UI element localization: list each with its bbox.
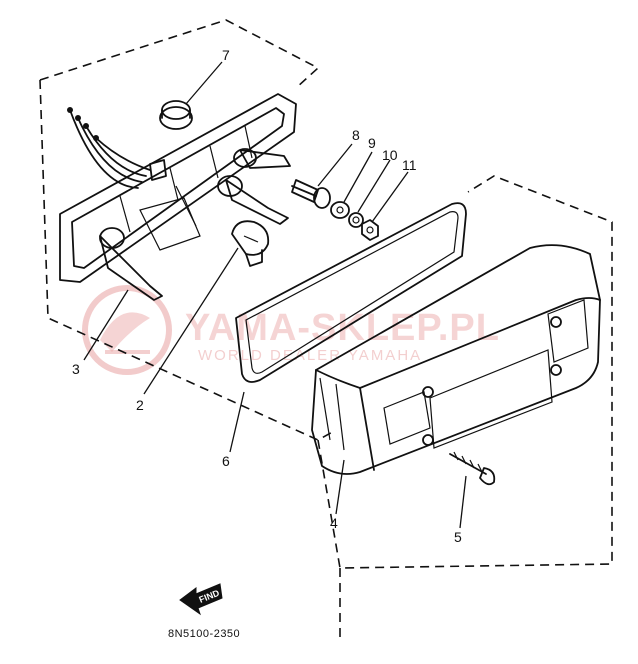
wiring-harness <box>67 107 167 189</box>
washer-part-9 <box>330 201 350 219</box>
socket-housing <box>59 93 297 301</box>
find-arrow-icon: FIND <box>179 583 223 616</box>
callout-9: 9 <box>368 135 376 151</box>
bolt-part-8 <box>291 179 331 209</box>
bulb-part-2 <box>231 220 270 267</box>
callout-7: 7 <box>222 47 230 63</box>
nut-part-11 <box>361 219 379 241</box>
callout-8: 8 <box>352 127 360 143</box>
lens-part-4 <box>311 244 601 475</box>
callouts: 7 8 9 10 11 3 2 6 4 5 <box>72 47 462 545</box>
callout-6: 6 <box>222 453 230 469</box>
callout-4: 4 <box>330 515 338 531</box>
spring-washer-part-10 <box>348 212 364 228</box>
watermark-logo <box>82 285 172 375</box>
callout-5: 5 <box>454 529 462 545</box>
watermark-title: YAMA-SKLEP.PL <box>185 307 500 349</box>
callout-2: 2 <box>136 397 144 413</box>
assembly-boundary-lens <box>317 175 613 569</box>
watermark-subtitle: WORLD DEALER YAMAHA <box>198 347 422 364</box>
diagram-code: 8N5100-2350 <box>168 628 240 640</box>
grommet-part-7 <box>159 100 193 130</box>
leader-lines <box>83 61 467 529</box>
callout-10: 10 <box>382 147 398 163</box>
callout-3: 3 <box>72 361 80 377</box>
callout-11: 11 <box>402 157 417 173</box>
assembly-boundary-base <box>39 19 337 441</box>
gasket-part-6 <box>235 202 467 383</box>
screw-part-5 <box>449 451 496 486</box>
